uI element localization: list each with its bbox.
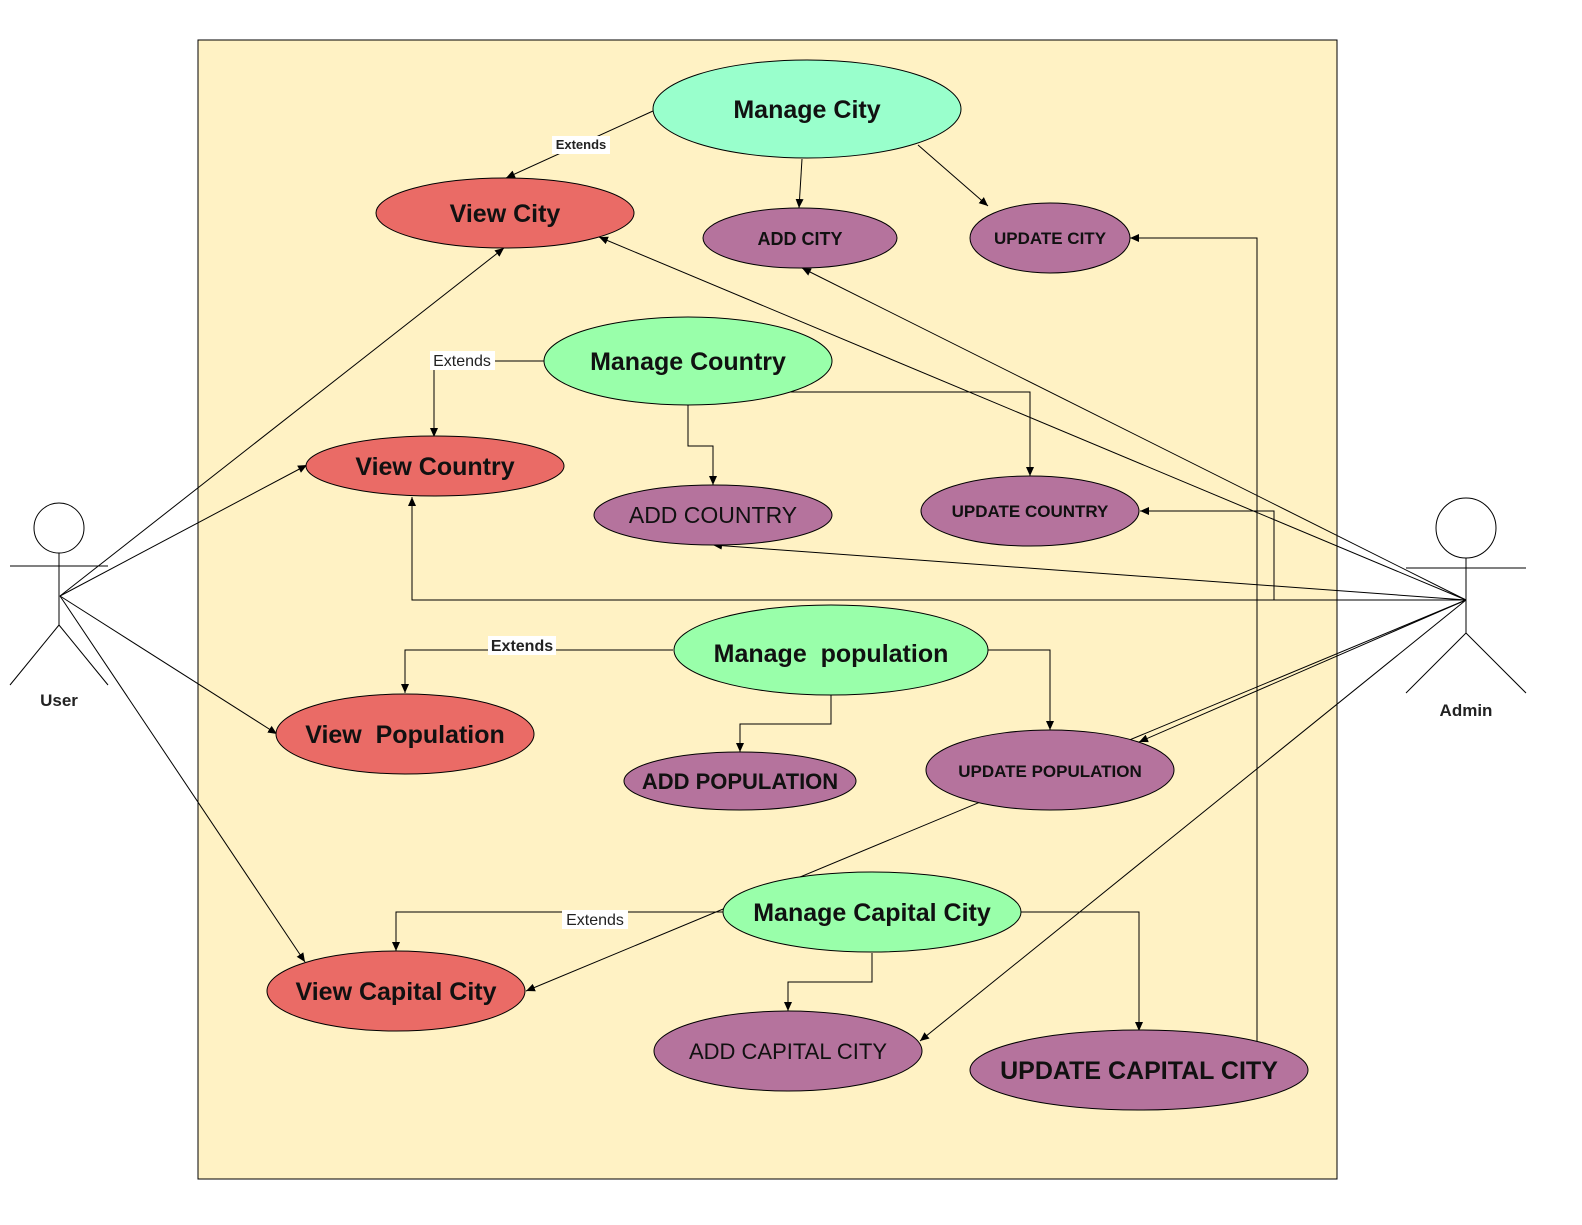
admin-add-country	[712, 541, 1467, 601]
user-view-capital	[59, 595, 306, 963]
user-view-country	[59, 464, 308, 597]
include-add-city	[795, 158, 804, 209]
svg-text:View Country: View Country	[355, 453, 514, 481]
admin-view-country	[408, 497, 1466, 601]
admin-update-city	[1130, 234, 1258, 1043]
svg-text:ADD POPULATION: ADD POPULATION	[642, 769, 838, 794]
extends-label-capital: Extends	[566, 912, 624, 929]
svg-text:View City: View City	[450, 200, 561, 228]
svg-text:UPDATE POPULATION: UPDATE POPULATION	[958, 762, 1142, 781]
extends-labels: Extends Extends Extends Extends	[430, 136, 628, 929]
use-case-manage-capital-city[interactable]: Manage Capital City	[722, 871, 1022, 953]
stick-figure-icon	[9, 502, 109, 686]
use-case-view-population[interactable]: View Population	[275, 693, 535, 775]
svg-text:Manage Capital City: Manage Capital City	[753, 899, 991, 927]
svg-text:View Capital City: View Capital City	[296, 978, 497, 1006]
actor-user[interactable]: User	[9, 502, 109, 710]
use-case-update-city[interactable]: UPDATE CITY	[969, 202, 1131, 274]
svg-text:UPDATE COUNTRY: UPDATE COUNTRY	[952, 502, 1109, 521]
actor-admin[interactable]: Admin	[1405, 497, 1527, 720]
use-case-add-capital-city[interactable]: ADD CAPITAL CITY	[653, 1010, 923, 1092]
svg-text:UPDATE CAPITAL CITY: UPDATE CAPITAL CITY	[1000, 1057, 1278, 1085]
svg-text:ADD COUNTRY: ADD COUNTRY	[629, 502, 797, 528]
svg-text:ADD CITY: ADD CITY	[758, 229, 843, 249]
actor-user-label: User	[40, 691, 78, 710]
include-update-city	[917, 144, 989, 207]
extends-link-population	[401, 649, 673, 693]
use-case-update-population[interactable]: UPDATE POPULATION	[925, 729, 1175, 811]
stick-figure-icon	[1405, 497, 1527, 694]
use-case-add-country[interactable]: ADD COUNTRY	[593, 484, 833, 546]
svg-text:View Population: View Population	[305, 721, 505, 749]
admin-view-city	[598, 236, 1467, 601]
include-update-country	[790, 391, 1034, 476]
use-case-view-city[interactable]: View City	[375, 177, 635, 249]
extends-label-city: Extends	[556, 137, 607, 152]
svg-text:UPDATE CITY: UPDATE CITY	[994, 229, 1107, 248]
use-case-update-capital-city[interactable]: UPDATE CAPITAL CITY	[969, 1029, 1309, 1111]
use-case-view-country[interactable]: View Country	[305, 435, 565, 497]
admin-update-country	[1140, 507, 1275, 600]
svg-text:ADD CAPITAL CITY: ADD CAPITAL CITY	[689, 1039, 887, 1064]
extends-label-country: Extends	[433, 353, 491, 370]
svg-text:Manage Country: Manage Country	[590, 348, 786, 376]
use-case-manage-city[interactable]: Manage City	[652, 59, 962, 159]
actor-admin-label: Admin	[1440, 701, 1493, 720]
include-add-capital	[784, 953, 873, 1011]
include-add-population	[736, 695, 832, 752]
use-case-update-country[interactable]: UPDATE COUNTRY	[920, 475, 1140, 547]
use-case-view-capital-city[interactable]: View Capital City	[266, 950, 526, 1032]
use-case-manage-population[interactable]: Manage population	[673, 604, 989, 696]
admin-add-city	[801, 267, 1467, 601]
svg-text:Manage population: Manage population	[714, 640, 949, 668]
include-update-capital	[1020, 911, 1143, 1031]
use-case-add-population[interactable]: ADD POPULATION	[623, 751, 857, 811]
admin-update-population	[1138, 599, 1467, 743]
use-case-add-city[interactable]: ADD CITY	[702, 207, 898, 269]
user-view-city	[59, 247, 505, 597]
include-update-population	[988, 649, 1054, 730]
svg-text:Manage City: Manage City	[733, 96, 880, 124]
user-view-population	[59, 595, 278, 735]
extends-label-population: Extends	[491, 638, 553, 655]
include-add-country	[687, 405, 717, 485]
use-case-manage-country[interactable]: Manage Country	[543, 316, 833, 406]
admin-add-capital	[919, 599, 1467, 1042]
